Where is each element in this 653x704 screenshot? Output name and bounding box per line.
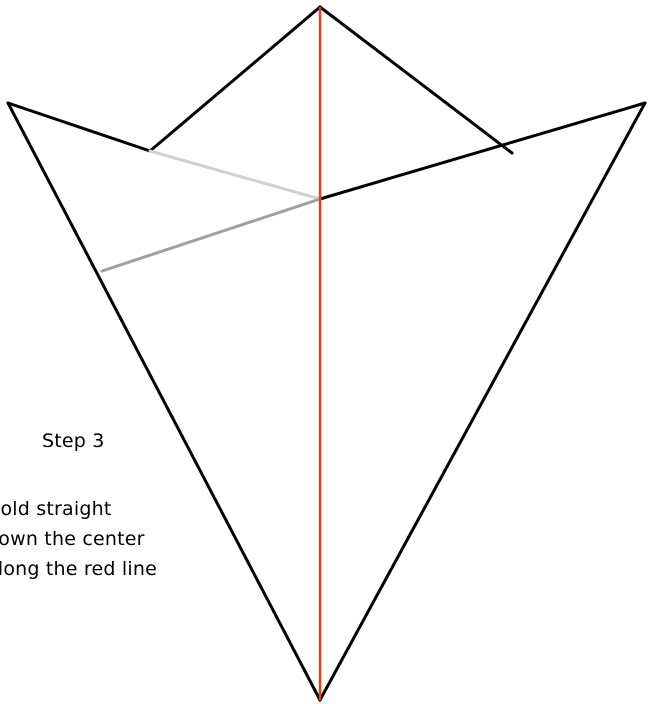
instruction-line-3: along the red line bbox=[0, 558, 157, 580]
crease-line-mid bbox=[100, 197, 322, 273]
instruction-line-2: down the center bbox=[0, 528, 145, 550]
outline-right-edge bbox=[318, 101, 647, 702]
step-title: Step 3 bbox=[42, 430, 105, 452]
crease-line-light bbox=[148, 149, 322, 201]
outline-left-wing-top bbox=[6, 101, 152, 153]
instruction-line-1: Fold straight bbox=[0, 498, 112, 520]
top-flap-left-edge bbox=[148, 5, 322, 153]
outline-left-edge bbox=[6, 101, 322, 702]
outline-right-wing-top bbox=[318, 101, 647, 201]
top-flap-right-edge bbox=[318, 5, 514, 155]
